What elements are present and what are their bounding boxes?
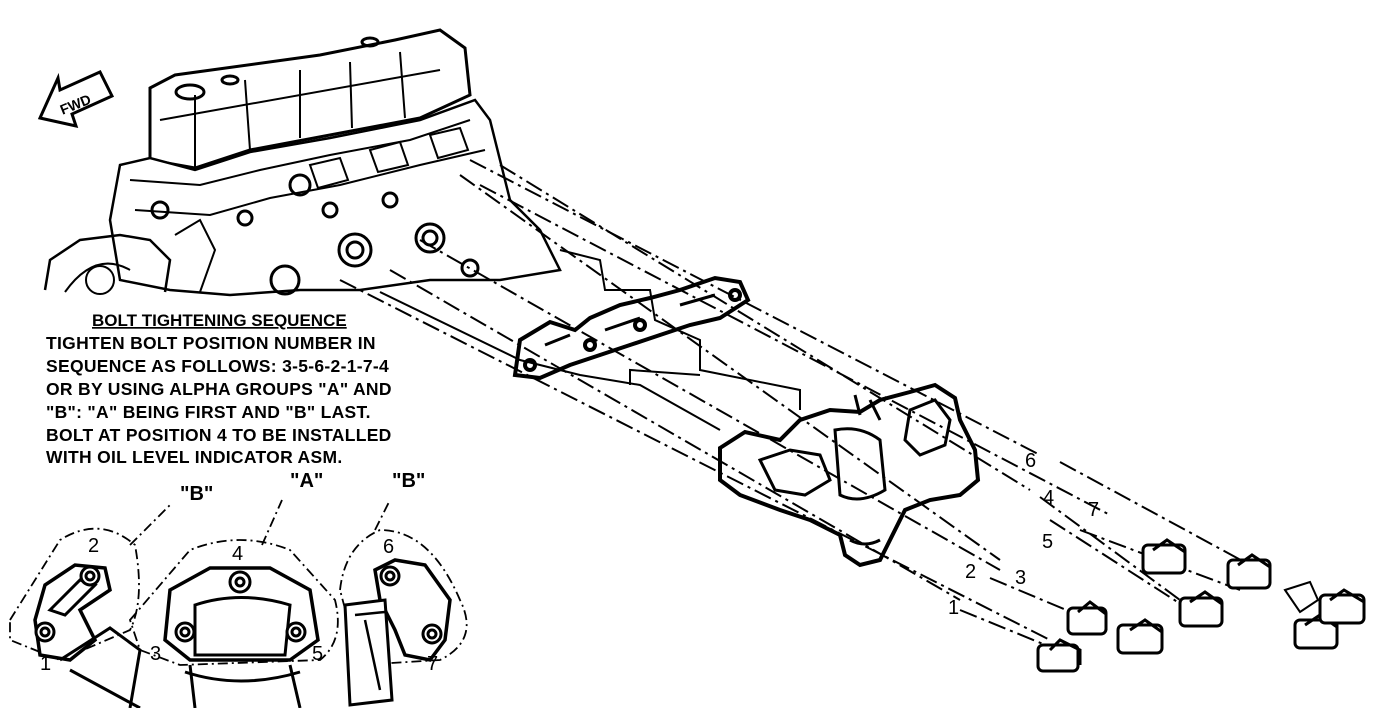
sequence-line-2: SEQUENCE AS FOLLOWS: 3-5-6-2-1-7-4 — [46, 356, 389, 376]
bolt-4 — [1178, 590, 1224, 628]
bolt-label-2: 2 — [965, 561, 976, 583]
bolt-label-6: 6 — [1025, 450, 1036, 472]
bolt-3 — [1116, 618, 1164, 655]
position-5: 5 — [312, 643, 323, 665]
manifold-bolts — [1036, 538, 1366, 673]
sequence-line-4: "B": "A" BEING FIRST AND "B" LAST. — [46, 402, 371, 422]
bolt-1 — [1036, 638, 1082, 673]
position-3: 3 — [150, 643, 161, 665]
sequence-title: BOLT TIGHTENING SEQUENCE — [92, 311, 347, 330]
group-label-left: "B" — [180, 483, 213, 505]
position-4: 4 — [232, 543, 243, 565]
bolt-8 — [1318, 588, 1366, 625]
bolt-tightening-sequence: BOLT TIGHTENING SEQUENCE TIGHTEN BOLT PO… — [46, 311, 392, 467]
engine-block — [43, 28, 562, 297]
sequence-line-5: BOLT AT POSITION 4 TO BE INSTALLED — [46, 425, 392, 445]
group-labels: "B" "A" "B" — [180, 470, 425, 505]
exhaust-manifold — [718, 382, 981, 568]
flange-detail — [9, 499, 468, 708]
bolt-number-labels: 1 2 3 4 5 6 7 — [948, 450, 1099, 619]
bolt-2 — [1066, 600, 1108, 636]
bolt-label-7: 7 — [1088, 499, 1099, 521]
sequence-line-3: OR BY USING ALPHA GROUPS "A" AND — [46, 379, 392, 399]
position-2: 2 — [88, 535, 99, 557]
bolt-label-4: 4 — [1043, 487, 1054, 509]
group-label-right: "B" — [392, 470, 425, 492]
bolt-label-3: 3 — [1015, 567, 1026, 589]
position-7: 7 — [427, 653, 438, 675]
bolt-label-5: 5 — [1042, 531, 1053, 553]
manifold-gasket — [512, 275, 751, 381]
guide-lines — [379, 249, 801, 431]
sequence-line-1: TIGHTEN BOLT POSITION NUMBER IN — [46, 333, 376, 353]
position-1: 1 — [40, 653, 51, 675]
group-label-center: "A" — [290, 470, 323, 492]
bolt-label-1: 1 — [948, 597, 959, 619]
fwd-arrow: FWD — [37, 70, 115, 129]
detail-position-numbers: 1 2 3 4 5 6 7 — [40, 535, 438, 675]
bolt-6 — [1226, 553, 1272, 590]
position-6: 6 — [383, 536, 394, 558]
bolt-5 — [1141, 538, 1187, 575]
sequence-line-6: WITH OIL LEVEL INDICATOR ASM. — [46, 447, 342, 467]
alignment-lines — [339, 159, 1251, 656]
